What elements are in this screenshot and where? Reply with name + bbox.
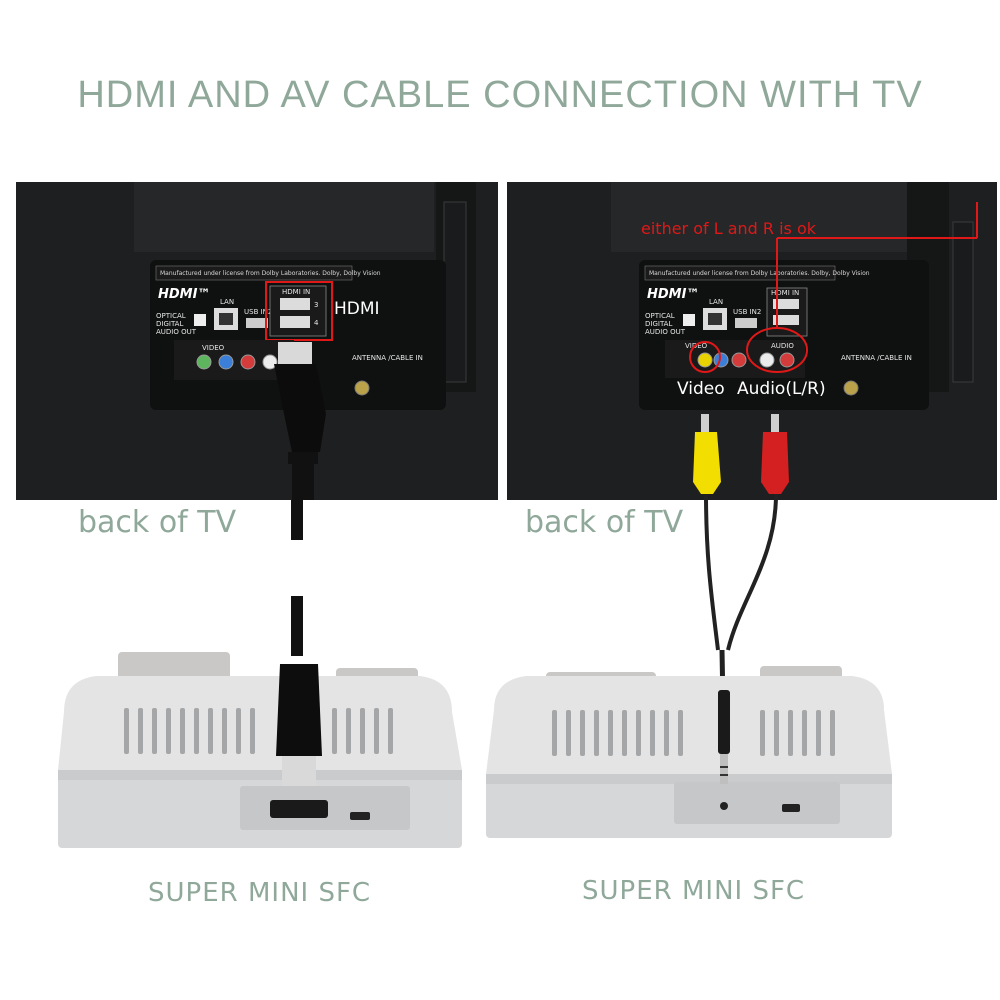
hdmi-in-label: HDMI IN — [282, 288, 310, 296]
diagram-title: HDMI AND AV CABLE CONNECTION WITH TV — [77, 74, 923, 116]
right-console-label: SUPER MINI SFC — [582, 876, 806, 906]
svg-text:Manufactured under license fro: Manufactured under license from Dolby La… — [649, 270, 870, 277]
console-av-port — [720, 802, 728, 810]
antenna-label-left: ANTENNA /CABLE IN — [352, 354, 423, 362]
lan-label: LAN — [220, 298, 234, 306]
usb-label: USB IN2 — [244, 308, 272, 316]
hdmi-in-label-right: HDMI IN — [771, 289, 799, 297]
svg-text:OPTICAL: OPTICAL — [645, 312, 675, 320]
hdmi-port-3-label: 3 — [314, 301, 318, 309]
antenna-label-right: ANTENNA /CABLE IN — [841, 354, 912, 362]
left-console — [58, 652, 462, 848]
video-jack-highlight — [689, 341, 721, 373]
svg-text:AUDIO OUT: AUDIO OUT — [156, 328, 197, 336]
tv-hdmi-logo: HDMI™ — [158, 287, 210, 302]
svg-text:DIGITAL: DIGITAL — [645, 320, 672, 328]
right-back-of-tv-label: back of TV — [525, 505, 684, 540]
left-back-of-tv-label: back of TV — [78, 505, 237, 540]
audio-label-right: AUDIO — [771, 342, 794, 350]
tv-audio-l-jack — [759, 352, 775, 368]
console-hdmi-port — [270, 800, 328, 818]
console-micro-usb-port-right — [782, 804, 800, 812]
svg-text:AUDIO OUT: AUDIO OUT — [645, 328, 686, 336]
yellow-rca-plug — [693, 432, 721, 494]
tv-audio-r-jack — [779, 352, 795, 368]
hdmi-port-3 — [280, 298, 310, 310]
lan-label-right: LAN — [709, 298, 723, 306]
video-label-right: VIDEO — [685, 342, 708, 350]
hdmi-port-4-label: 4 — [314, 319, 319, 327]
hdmi-annotation: HDMI — [334, 299, 380, 319]
red-rca-plug — [761, 432, 789, 494]
optical-port — [194, 314, 206, 326]
left-console-label: SUPER MINI SFC — [148, 878, 372, 908]
svg-text:OPTICAL: OPTICAL — [156, 312, 186, 320]
left-tv-back-photo: Manufactured under license from Dolby La… — [16, 182, 498, 500]
right-console — [486, 666, 892, 838]
audio-annotation: Audio(L/R) — [737, 379, 826, 399]
console-micro-usb-port — [350, 812, 370, 820]
usb-port — [246, 318, 268, 328]
hdmi-port-4 — [280, 316, 310, 328]
either-channel-note: either of L and R is ok — [641, 219, 817, 238]
tv-hdmi-logo-right: HDMI™ — [647, 287, 699, 302]
hdmi-highlight-box — [265, 281, 333, 341]
svg-text:Manufactured under license fro: Manufactured under license from Dolby La… — [160, 270, 381, 277]
tv-video-jack — [697, 352, 713, 368]
video-label-left: VIDEO — [202, 344, 225, 352]
right-tv-back-photo: Manufactured under license from Dolby La… — [507, 182, 997, 500]
video-annotation: Video — [677, 379, 725, 399]
svg-text:DIGITAL: DIGITAL — [156, 320, 183, 328]
usb-label-right: USB IN2 — [733, 308, 761, 316]
